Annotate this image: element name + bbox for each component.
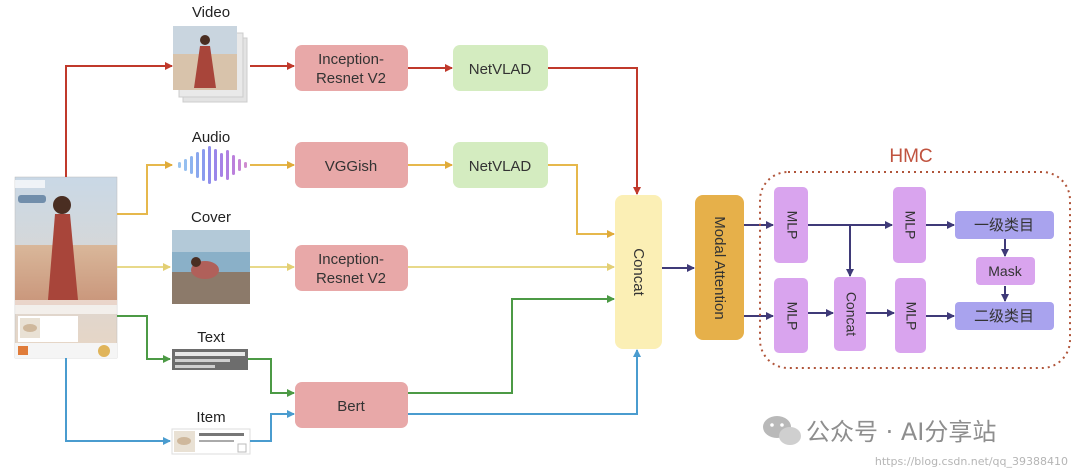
level1-category-box: 一级类目 bbox=[955, 211, 1054, 239]
mask-label: Mask bbox=[988, 263, 1022, 279]
video-label: Video bbox=[192, 4, 230, 21]
mlp-bottom-left-label: MLP bbox=[784, 302, 800, 331]
item-to-bert-line bbox=[250, 410, 295, 442]
inception-video-label-1: Inception- bbox=[318, 51, 384, 68]
mlp-bottom-right-box: MLP bbox=[895, 278, 926, 353]
level1-category-label: 一级类目 bbox=[974, 217, 1034, 234]
audio-line bbox=[117, 161, 173, 215]
text-snippet-image bbox=[172, 349, 248, 370]
watermark-url: https://blog.csdn.net/qq_39388410 bbox=[875, 455, 1068, 468]
connection-lines bbox=[65, 62, 1009, 445]
inception-cover-box: Inception- Resnet V2 bbox=[295, 245, 408, 291]
mask-box: Mask bbox=[976, 257, 1035, 285]
bert-box: Bert bbox=[295, 382, 408, 428]
watermark: 公众号 · AI分享站 https://blog.csdn.net/qq_393… bbox=[763, 416, 1068, 468]
audio-label: Audio bbox=[192, 129, 230, 146]
netvlad-audio-to-concat-line bbox=[548, 164, 615, 238]
item-snippet-image bbox=[171, 428, 251, 455]
mlp-top-left-label: MLP bbox=[784, 211, 800, 240]
netvlad-audio-box: NetVLAD bbox=[453, 142, 548, 188]
inception-video-label-2: Resnet V2 bbox=[316, 70, 386, 87]
wechat-icon bbox=[763, 416, 801, 445]
mlp-top-right-label: MLP bbox=[902, 211, 918, 240]
concat-hmc-box: Concat bbox=[834, 277, 866, 351]
cover-label: Cover bbox=[191, 209, 231, 226]
modal-attention-box: Modal Attention bbox=[695, 195, 744, 340]
audio-waveform-icon bbox=[178, 146, 247, 184]
inception-cover-label-2: Resnet V2 bbox=[316, 270, 386, 287]
item-line bbox=[65, 358, 171, 445]
video-line bbox=[65, 62, 173, 177]
netvlad-to-concat-line bbox=[548, 67, 641, 195]
concat-main-label: Concat bbox=[630, 248, 647, 296]
bert-label: Bert bbox=[337, 398, 365, 415]
cover-image bbox=[172, 230, 250, 304]
bert-to-concat-blue-line bbox=[408, 349, 641, 415]
concat-hmc-label: Concat bbox=[843, 292, 859, 336]
video-thumbnail bbox=[173, 26, 248, 103]
phone-screenshot bbox=[14, 176, 118, 359]
mlp-bottom-right-label: MLP bbox=[903, 302, 919, 331]
text-label: Text bbox=[197, 329, 225, 346]
watermark-text: 公众号 · AI分享站 bbox=[806, 418, 996, 446]
vggish-box: VGGish bbox=[295, 142, 408, 188]
item-label: Item bbox=[196, 409, 225, 426]
hmc-title: HMC bbox=[889, 146, 932, 167]
concat-main-box: Concat bbox=[615, 195, 662, 349]
level2-category-box: 二级类目 bbox=[955, 302, 1054, 330]
inception-video-box: Inception- Resnet V2 bbox=[295, 45, 408, 91]
hmc-region bbox=[759, 171, 1071, 369]
bert-to-concat-line bbox=[408, 295, 615, 394]
mlp-top-left-box: MLP bbox=[774, 187, 808, 263]
modal-attention-label: Modal Attention bbox=[711, 216, 728, 319]
netvlad-video-label: NetVLAD bbox=[469, 61, 532, 78]
mlp-top-right-box: MLP bbox=[893, 187, 926, 263]
text-to-bert-line bbox=[248, 358, 295, 397]
text-line bbox=[117, 315, 171, 363]
level2-category-label: 二级类目 bbox=[974, 308, 1034, 325]
vggish-label: VGGish bbox=[325, 158, 378, 175]
inception-cover-label-1: Inception- bbox=[318, 251, 384, 268]
mlp-bottom-left-box: MLP bbox=[774, 278, 808, 353]
netvlad-video-box: NetVLAD bbox=[453, 45, 548, 91]
netvlad-audio-label: NetVLAD bbox=[469, 158, 532, 175]
